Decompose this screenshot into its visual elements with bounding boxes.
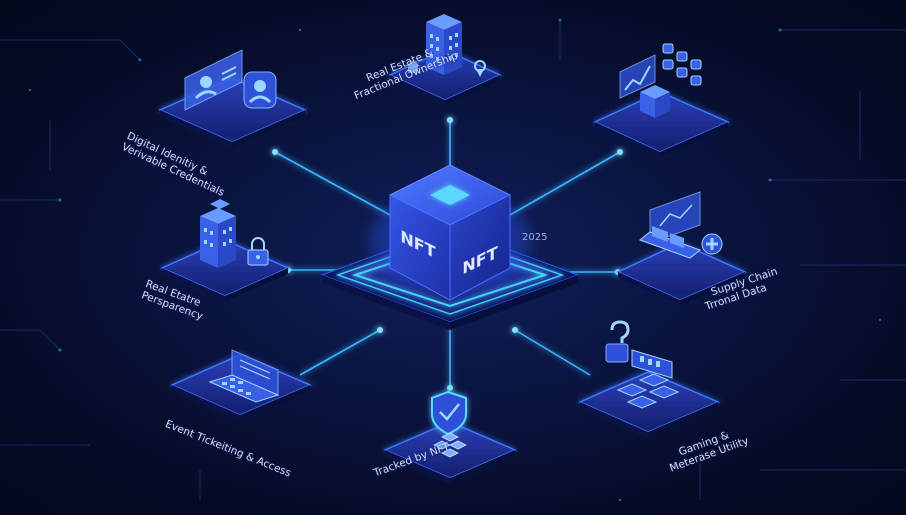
gaming-node	[578, 320, 720, 438]
chart-node	[593, 43, 730, 158]
year-label: 2025	[522, 232, 547, 243]
game-tiles-icon	[616, 373, 680, 409]
circuit-dots	[28, 18, 882, 502]
circuit-background	[0, 20, 906, 500]
tracked-node	[383, 390, 517, 484]
supply-node	[616, 191, 747, 306]
user-badge-icon	[243, 71, 277, 109]
lock-icon	[247, 237, 269, 266]
chart-screen-icon	[619, 54, 656, 99]
apartment-building-icon	[200, 199, 236, 268]
question-mark-icon	[605, 320, 630, 363]
building-icon	[426, 14, 462, 75]
event-node	[170, 349, 312, 421]
small-house-icon	[406, 60, 420, 73]
identity-node	[158, 49, 307, 148]
id-card-icon	[184, 49, 243, 111]
realestate-left-node	[160, 199, 290, 302]
data-block-icon	[640, 85, 670, 118]
location-pin-icon	[474, 60, 486, 77]
shield-icon	[431, 390, 467, 436]
realestate-top-node	[388, 14, 502, 106]
nft-cube: NFT NFT	[370, 164, 530, 301]
grid-tiles-icon	[662, 43, 702, 86]
medical-cross-icon	[701, 233, 723, 255]
laptop-icon	[208, 349, 280, 403]
tile-grid-icon	[433, 432, 467, 458]
connector-nodes	[272, 117, 623, 391]
ship-icon	[638, 226, 702, 259]
ticket-icon	[631, 349, 673, 379]
